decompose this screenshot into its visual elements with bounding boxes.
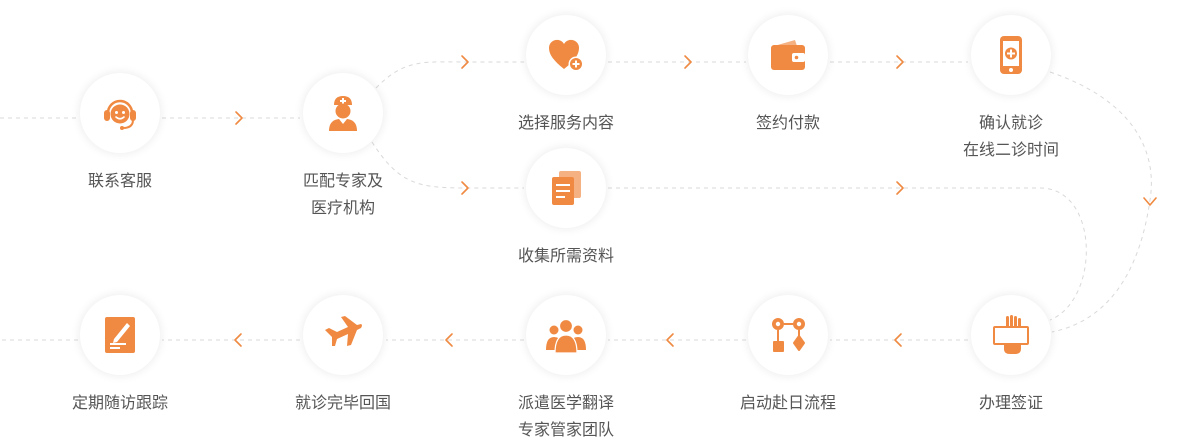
step-circle (303, 73, 383, 153)
heart-plus-icon (548, 39, 584, 72)
step-circle (748, 295, 828, 375)
headset-agent-icon (104, 99, 136, 130)
step-circle (971, 295, 1051, 375)
step-circle (526, 295, 606, 375)
step-label: 匹配专家及 医疗机构 (303, 167, 383, 221)
step-label: 联系客服 (88, 167, 152, 194)
step-label: 确认就诊 在线二诊时间 (963, 109, 1059, 163)
step-follow-up: 定期随访跟踪 (30, 295, 210, 416)
step-label-line: 启动赴日流程 (739, 393, 836, 412)
arrow-right-icon (684, 55, 692, 69)
wallet-icon (771, 40, 805, 70)
arrow-left-icon (234, 333, 242, 347)
step-label-line: 医疗机构 (310, 198, 375, 217)
step-label: 启动赴日流程 (740, 389, 836, 416)
step-label-line: 联系客服 (87, 171, 152, 190)
step-label: 办理签证 (979, 389, 1043, 416)
step-label-line: 签约付款 (755, 113, 820, 132)
step-circle (80, 73, 160, 153)
arrow-right-icon (896, 55, 904, 69)
step-sign-and-pay: 签约付款 (698, 15, 878, 136)
step-label-line: 办理签证 (978, 393, 1043, 412)
passport-hand-icon (993, 315, 1029, 354)
arrow-left-icon (666, 333, 674, 347)
arrow-right-icon (235, 111, 243, 125)
step-label-line: 定期随访跟踪 (71, 393, 168, 412)
team-group-icon (546, 318, 586, 354)
step-label: 签约付款 (756, 109, 820, 136)
arrow-right-icon (896, 181, 904, 195)
step-label: 收集所需资料 (518, 242, 614, 269)
step-label-line: 专家管家团队 (517, 420, 614, 439)
arrow-left-icon (894, 333, 902, 347)
step-return-home: 就诊完毕回国 (253, 295, 433, 416)
step-circle (526, 15, 606, 95)
step-circle (526, 148, 606, 228)
arrow-right-icon (461, 55, 469, 69)
step-label: 就诊完毕回国 (295, 389, 391, 416)
step-label-line: 就诊完毕回国 (294, 393, 391, 412)
step-circle (748, 15, 828, 95)
phone-medical-icon (1000, 36, 1022, 74)
step-label-line: 选择服务内容 (517, 113, 614, 132)
step-dispatch-team: 派遣医学翻译 专家管家团队 (476, 295, 656, 443)
arrow-right-icon (461, 181, 469, 195)
step-label-line: 收集所需资料 (517, 246, 614, 265)
step-collect-documents: 收集所需资料 (476, 148, 656, 269)
step-circle (971, 15, 1051, 95)
arrow-down-icon (1143, 197, 1157, 206)
step-circle (303, 295, 383, 375)
step-start-japan-trip: 启动赴日流程 (698, 295, 878, 416)
step-choose-service: 选择服务内容 (476, 15, 656, 136)
step-visa-application: 办理签证 (921, 295, 1101, 416)
step-label-line: 匹配专家及 (302, 171, 383, 190)
clipboard-followup-icon (105, 317, 135, 353)
documents-stack-icon (552, 171, 581, 205)
step-label-line: 在线二诊时间 (962, 140, 1059, 159)
step-contact-service: 联系客服 (30, 73, 210, 194)
step-confirm-appointment: 确认就诊 在线二诊时间 (921, 15, 1101, 163)
step-label-line: 确认就诊 (978, 113, 1043, 132)
step-match-experts: 匹配专家及 医疗机构 (253, 73, 433, 221)
airplane-icon (325, 316, 362, 346)
nurse-doctor-icon (329, 96, 357, 131)
step-circle (80, 295, 160, 375)
flowchart-icon (772, 318, 805, 352)
step-label-line: 派遣医学翻译 (517, 393, 614, 412)
step-label: 定期随访跟踪 (72, 389, 168, 416)
step-label: 选择服务内容 (518, 109, 614, 136)
arrow-left-icon (445, 333, 453, 347)
step-label: 派遣医学翻译 专家管家团队 (518, 389, 614, 443)
